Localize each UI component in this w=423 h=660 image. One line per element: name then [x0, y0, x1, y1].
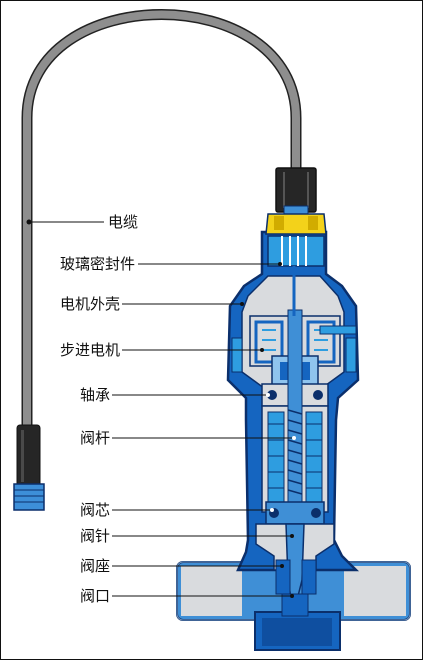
label-cable: 电缆 — [26, 213, 138, 231]
label-valve-needle: 阀针 — [80, 527, 294, 545]
label-glass-seal-text: 玻璃密封件 — [60, 255, 135, 273]
label-valve-core-text: 阀芯 — [80, 501, 110, 519]
label-valve-needle-text: 阀针 — [80, 527, 110, 545]
label-valve-port: 阀口 — [80, 587, 294, 605]
label-valve-port-text: 阀口 — [80, 587, 110, 605]
label-glass-seal: 玻璃密封件 — [60, 255, 282, 273]
valve-body-drawing — [226, 230, 360, 617]
label-valve-core: 阀芯 — [80, 501, 274, 519]
cable-plug — [16, 424, 41, 488]
label-stepper-motor: 步进电机 — [60, 341, 264, 359]
top-fitting-drawing — [265, 167, 327, 316]
label-cable-text: 电缆 — [108, 213, 138, 231]
label-valve-seat-text: 阀座 — [80, 557, 110, 575]
label-valve-seat: 阀座 — [80, 557, 284, 575]
label-valve-stem: 阀杆 — [80, 429, 296, 447]
label-stepper-motor-text: 步进电机 — [60, 341, 120, 359]
label-motor-housing-text: 电机外壳 — [60, 295, 120, 313]
label-bearing: 轴承 — [80, 386, 270, 404]
cable-connector-thread — [13, 483, 45, 511]
cable-drawing — [13, 9, 302, 511]
label-valve-stem-text: 阀杆 — [80, 429, 110, 447]
label-motor-housing: 电机外壳 — [60, 295, 244, 313]
label-bearing-text: 轴承 — [80, 386, 110, 404]
